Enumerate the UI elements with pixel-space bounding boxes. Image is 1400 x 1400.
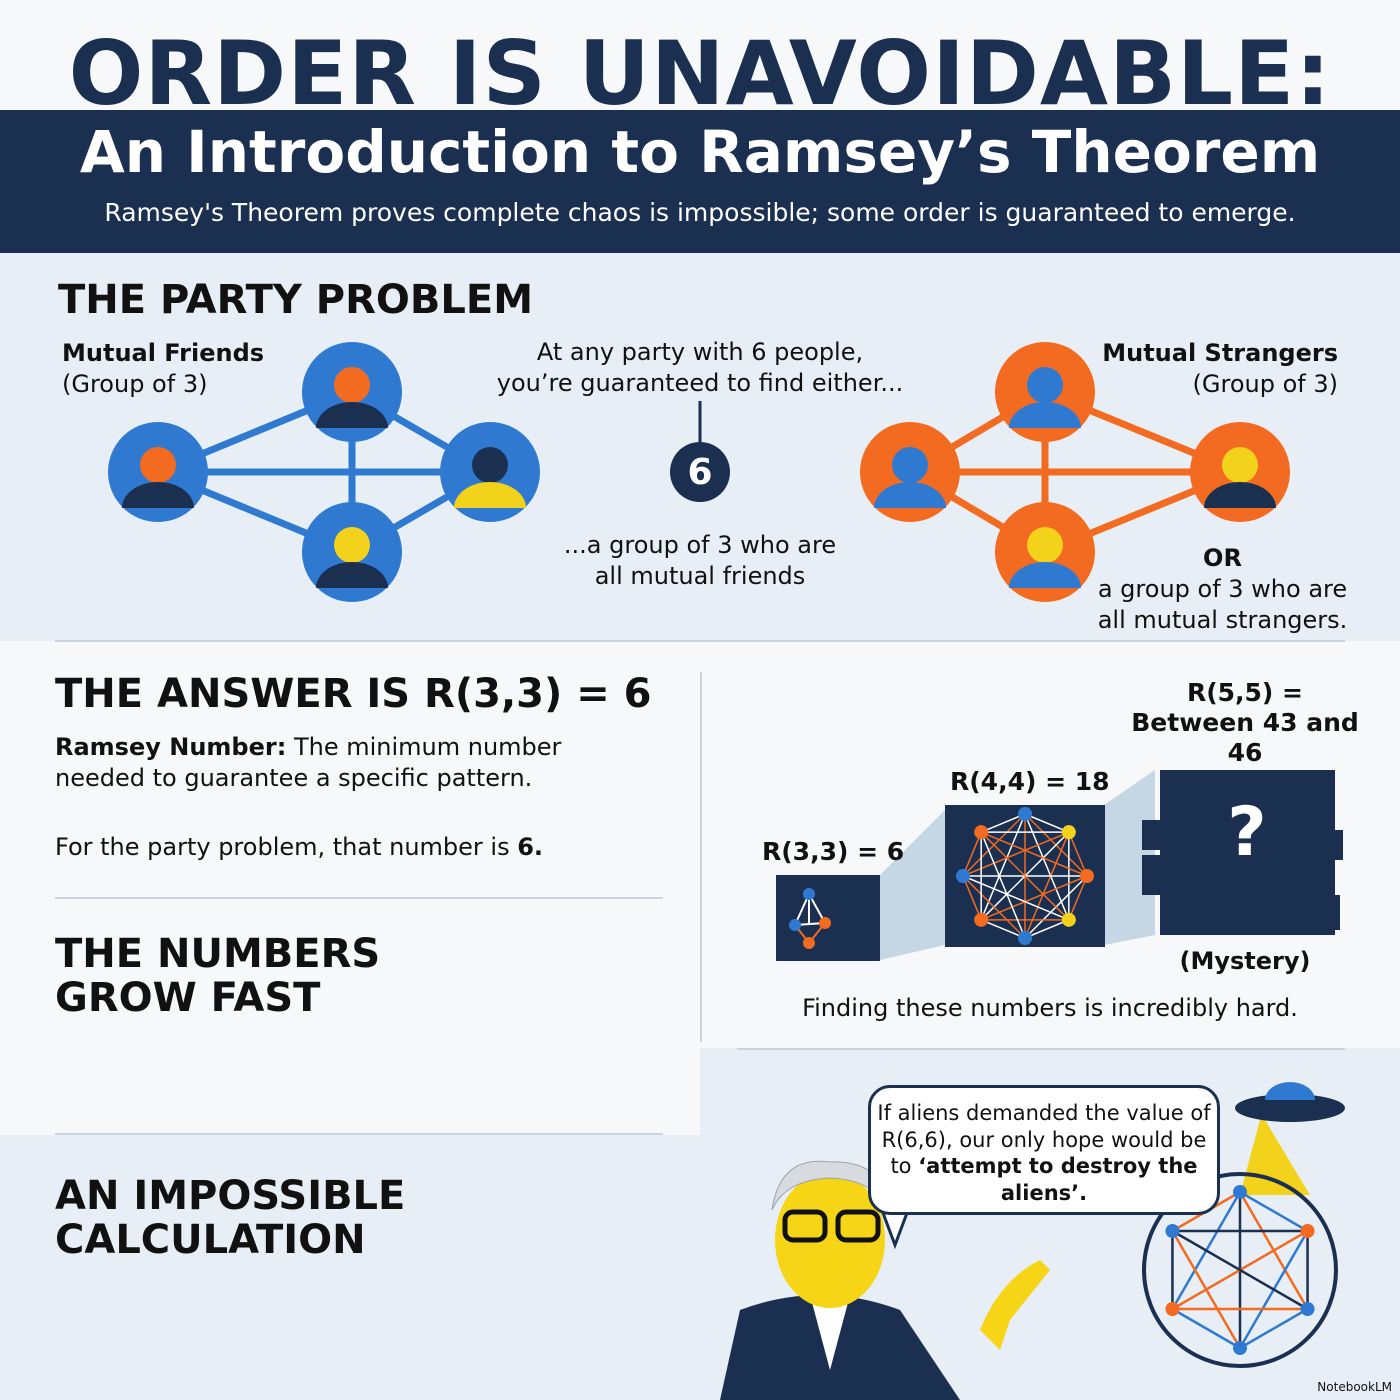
divider (700, 672, 702, 1042)
impossible-heading-2: CALCULATION (55, 1217, 366, 1263)
graph-edge (1024, 813, 1070, 833)
graph-node (974, 825, 989, 840)
party-heading: THE PARTY PROBLEM (58, 277, 534, 323)
graph-node (1061, 912, 1076, 927)
hand (980, 1260, 1050, 1350)
r33-label: R(3,3) = 6 (762, 837, 905, 866)
r55-line1: R(5,5) = (1186, 678, 1304, 707)
graph-edge (980, 831, 1070, 921)
ufo-icon (1235, 1094, 1345, 1122)
def-term: Ramsey Number: (55, 733, 287, 761)
main-title: ORDER IS UNAVOIDABLE: (68, 22, 1332, 125)
graph-edge (1239, 1307, 1309, 1350)
r44-label: R(4,4) = 18 (950, 767, 1110, 796)
graph-node (1018, 931, 1032, 945)
graph-circle (1142, 1172, 1338, 1368)
graph-edge (1068, 831, 1088, 877)
speech-bubble: If aliens demanded the value of R(6,6), … (868, 1085, 1220, 1215)
question-mark: ? (1227, 793, 1267, 872)
tagline: Ramsey's Theorem proves complete chaos i… (104, 198, 1296, 227)
person-icon (108, 342, 1290, 602)
grow-heading-2: GROW FAST (55, 975, 321, 1021)
graph-edge (962, 875, 1026, 939)
party-number: 6. (517, 833, 544, 861)
strangers-line1: a group of 3 who are (1097, 575, 1348, 604)
strangers-sub: (Group of 3) (1192, 370, 1338, 399)
graph-edge (962, 875, 982, 921)
graph-node (1300, 1224, 1315, 1238)
six-number: 6 (687, 452, 713, 493)
graph-node (1018, 807, 1032, 821)
person-suit (720, 1295, 960, 1400)
erdos-illustration (720, 1082, 1345, 1400)
graph-node (1233, 1341, 1247, 1355)
graph-node (956, 869, 970, 883)
intro-line1: At any party with 6 people, (536, 338, 864, 366)
ufo-beam (1240, 1120, 1310, 1195)
impossible-heading-1: AN IMPOSSIBLE (55, 1173, 406, 1219)
growth-diagram (776, 770, 1343, 961)
graph-node (1061, 825, 1076, 840)
graph-node (1300, 1302, 1315, 1316)
friends-sub: (Group of 3) (62, 370, 208, 399)
graph-edge (1024, 919, 1070, 939)
strangers-label: Mutual Strangers (1102, 339, 1338, 367)
graph-node (1165, 1224, 1180, 1238)
graph-edge (962, 831, 982, 877)
quote-bold: ‘attempt to destroy the aliens’. (918, 1154, 1198, 1205)
graph-edge (980, 831, 1026, 939)
title-band (0, 110, 1400, 253)
friends-line2: all mutual friends (594, 562, 806, 591)
graph-edge (980, 813, 1026, 833)
graph-node (974, 912, 989, 927)
grow-heading-1: THE NUMBERS (55, 931, 381, 977)
mystery-puzzle (1142, 770, 1343, 935)
answer-heading: THE ANSWER IS R(3,3) = 6 (55, 671, 652, 717)
graph-edge (1068, 875, 1088, 921)
graph-node (1233, 1185, 1247, 1199)
graph-node (1080, 869, 1094, 883)
or-label: OR (1203, 544, 1242, 572)
party-graphs (108, 342, 1290, 602)
six-badge (670, 442, 730, 502)
subtitle: An Introduction to Ramsey’s Theorem (79, 118, 1321, 186)
divider (55, 1133, 663, 1135)
graph-edge (1239, 1190, 1309, 1233)
graph-edge (1171, 1229, 1309, 1311)
divider (737, 1048, 1345, 1050)
growth-caption: Finding these numbers is incredibly hard… (802, 994, 1298, 1022)
divider (55, 897, 663, 899)
r55-line3: 46 (1227, 738, 1263, 767)
friends-label: Mutual Friends (62, 339, 265, 367)
graph-edge (980, 919, 1026, 939)
graph-edge (1171, 1307, 1241, 1350)
def-text: The minimum number needed to guarantee a… (55, 733, 562, 793)
party-text: For the party problem, that number is (55, 833, 518, 861)
quote-text: If aliens demanded the value of R(6,6), … (877, 1101, 1211, 1179)
notebooklm-watermark: NotebookLM (1317, 1380, 1392, 1394)
r55-line2: Between 43 and (1131, 708, 1359, 737)
graph-node (1165, 1302, 1180, 1316)
strangers-line2: all mutual strangers. (1097, 606, 1348, 635)
mystery-label: (Mystery) (1179, 947, 1311, 975)
friends-line1: ...a group of 3 who are (563, 531, 837, 559)
graph-edge (980, 831, 1088, 877)
intro-line2: you’re guaranteed to find either... (496, 369, 904, 398)
divider (55, 640, 1345, 642)
impossible-section (0, 1135, 700, 1400)
graph-edge (1171, 1230, 1242, 1349)
person-face (775, 1172, 885, 1308)
